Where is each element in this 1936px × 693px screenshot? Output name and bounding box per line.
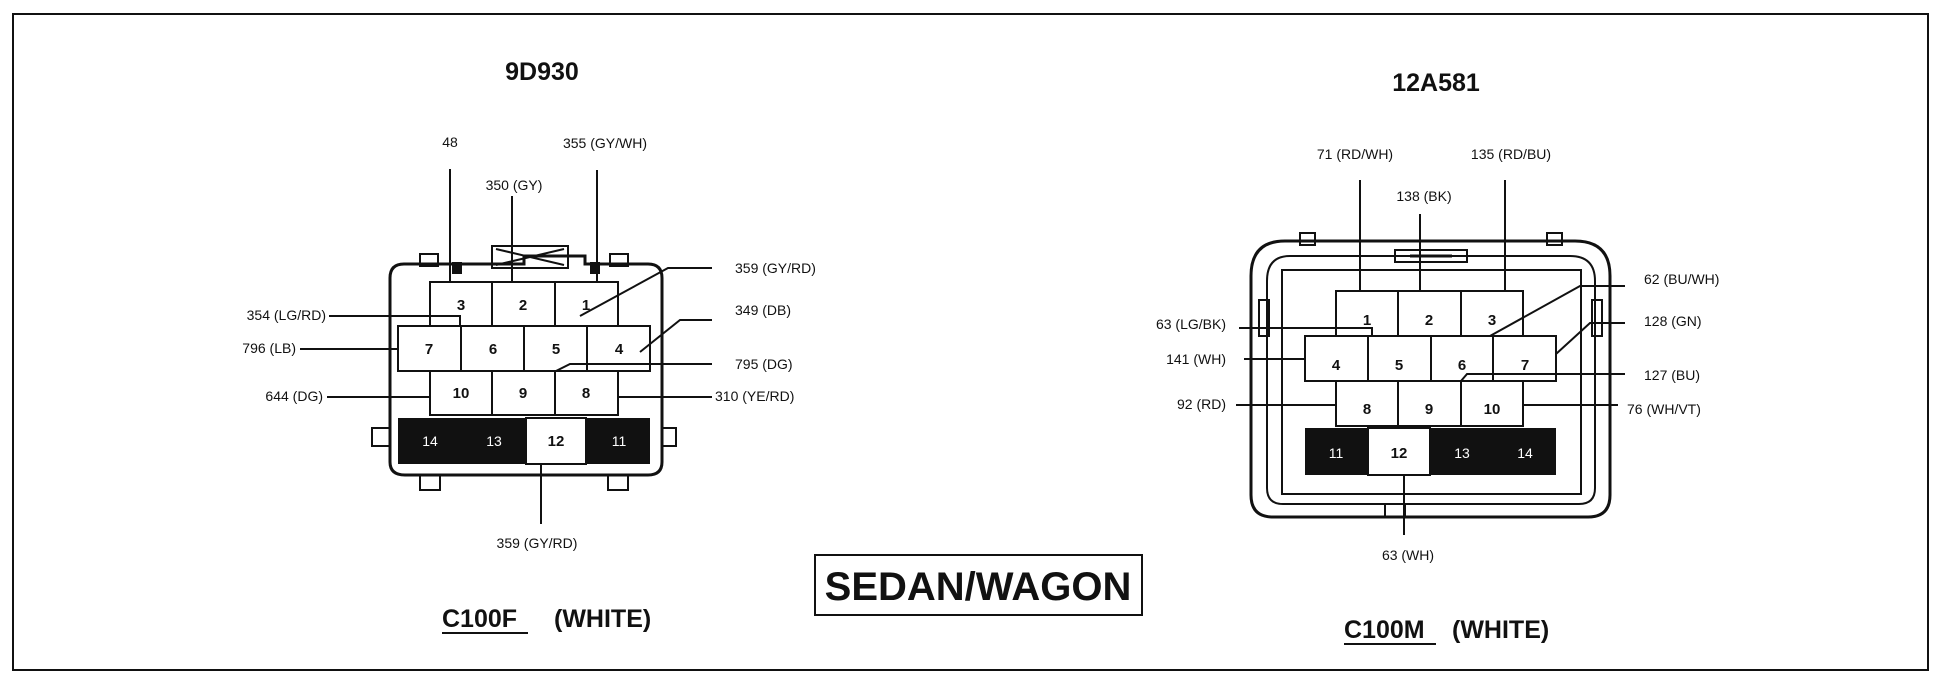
left-caption-color: (WHITE)	[554, 605, 651, 633]
right-wire-label: 138 (BK)	[1396, 188, 1451, 204]
left-pin-5: 5	[552, 341, 560, 358]
left-side-bump	[371, 427, 391, 447]
badge-text: SEDAN/WAGON	[825, 565, 1132, 609]
right-latch	[1394, 249, 1468, 263]
right-housing-inner	[1266, 255, 1596, 505]
right-wire-label: 92 (RD)	[1177, 396, 1226, 412]
left-pin-7: 7	[425, 341, 433, 358]
right-housing-outer	[1249, 239, 1612, 519]
left-pin-cell-2	[491, 281, 556, 327]
right-wire-label: 71 (RD/WH)	[1317, 146, 1393, 162]
right-pin-9: 9	[1425, 401, 1433, 418]
right-wire-label: 127 (BU)	[1644, 367, 1700, 383]
right-caption-color: (WHITE)	[1452, 616, 1549, 644]
left-pin-1: 1	[582, 297, 590, 314]
right-pin-2: 2	[1425, 312, 1433, 329]
left-pin-14: 14	[422, 433, 438, 449]
right-pin-5: 5	[1395, 357, 1403, 374]
left-side-bump	[661, 427, 677, 447]
left-wire-label: 359 (GY/RD)	[735, 260, 816, 276]
center-badge: SEDAN/WAGON	[814, 554, 1143, 616]
right-pin-7: 7	[1521, 357, 1529, 374]
right-caption-id: C100M	[1344, 616, 1425, 644]
right-pin-1: 1	[1363, 312, 1371, 329]
left-wire-label: 354 (LG/RD)	[247, 307, 326, 323]
left-connector: 9D930 3 2 1 7	[242, 58, 816, 634]
right-pin-cell-10	[1460, 380, 1524, 427]
left-wire-label: 355 (GY/WH)	[563, 135, 647, 151]
left-latch-cross	[495, 248, 565, 266]
left-pin-cell-6	[460, 325, 525, 372]
left-pin-cell-9	[491, 370, 556, 416]
right-pin-12: 12	[1391, 445, 1408, 462]
left-caption-id: C100F	[442, 605, 517, 633]
right-tab	[1546, 232, 1563, 246]
left-black-bar	[398, 418, 650, 464]
right-pin-8: 8	[1363, 401, 1371, 418]
right-tab	[1299, 232, 1316, 246]
left-tab	[609, 253, 629, 267]
left-latch	[491, 245, 569, 269]
left-part-number: 9D930	[505, 58, 579, 86]
left-pin-6: 6	[489, 341, 497, 358]
left-latch-post	[452, 262, 462, 274]
left-wire-label: 359 (GY/RD)	[497, 535, 578, 551]
left-pin-12: 12	[548, 433, 565, 450]
left-wire-label: 644 (DG)	[265, 388, 323, 404]
left-wire-label: 796 (LB)	[242, 340, 296, 356]
right-side-tab	[1258, 299, 1270, 337]
left-pin-9: 9	[519, 385, 527, 402]
right-pin-cell-8	[1335, 380, 1399, 427]
right-wire-label: 135 (RD/BU)	[1471, 146, 1551, 162]
right-wire-label: 76 (WH/VT)	[1627, 401, 1701, 417]
right-housing-frame	[1281, 269, 1582, 495]
left-tab	[419, 253, 439, 267]
right-wire-label: 63 (LG/BK)	[1156, 316, 1226, 332]
left-foot	[419, 474, 441, 491]
left-pin-cell-8	[554, 370, 619, 416]
left-pin-10: 10	[453, 385, 470, 402]
left-wire-label: 48	[442, 134, 458, 150]
right-wire-lines	[1236, 180, 1625, 535]
badge-box	[814, 554, 1143, 616]
left-housing	[388, 254, 664, 477]
left-wire-label: 310 (YE/RD)	[715, 388, 794, 404]
right-pin-3: 3	[1488, 312, 1496, 329]
right-wire-label: 62 (BU/WH)	[1644, 271, 1719, 287]
right-pin-10: 10	[1484, 401, 1501, 418]
right-pin-cell-12	[1367, 427, 1431, 476]
right-wire-label: 128 (GN)	[1644, 313, 1702, 329]
right-wire-label: 63 (WH)	[1382, 547, 1434, 563]
right-pin-11: 11	[1329, 445, 1344, 461]
left-pin-3: 3	[457, 297, 465, 314]
left-pin-4: 4	[615, 341, 624, 358]
outer-frame	[12, 13, 1929, 671]
right-pin-cell-9	[1397, 380, 1462, 427]
left-latch-post	[590, 262, 600, 274]
left-wire-lines	[300, 169, 712, 524]
right-connector: 12A581 1 2 3 4 5	[1156, 69, 1719, 645]
left-pin-2: 2	[519, 297, 527, 314]
left-pin-11: 11	[612, 433, 627, 449]
right-part-number: 12A581	[1392, 69, 1480, 97]
right-pin-14: 14	[1517, 445, 1533, 461]
left-pin-8: 8	[582, 385, 590, 402]
right-bottom-notch	[1384, 503, 1406, 518]
left-wire-label: 350 (GY)	[486, 177, 543, 193]
right-wire-label: 141 (WH)	[1166, 351, 1226, 367]
left-pin-13: 13	[486, 433, 502, 449]
right-pin-4: 4	[1332, 357, 1341, 374]
left-foot	[607, 474, 629, 491]
right-pin-6: 6	[1458, 357, 1466, 374]
left-wire-label: 349 (DB)	[735, 302, 791, 318]
right-pin-13: 13	[1454, 445, 1470, 461]
left-wire-label: 795 (DG)	[735, 356, 793, 372]
right-side-tab	[1591, 299, 1603, 337]
left-pin-cell-12	[525, 417, 587, 465]
